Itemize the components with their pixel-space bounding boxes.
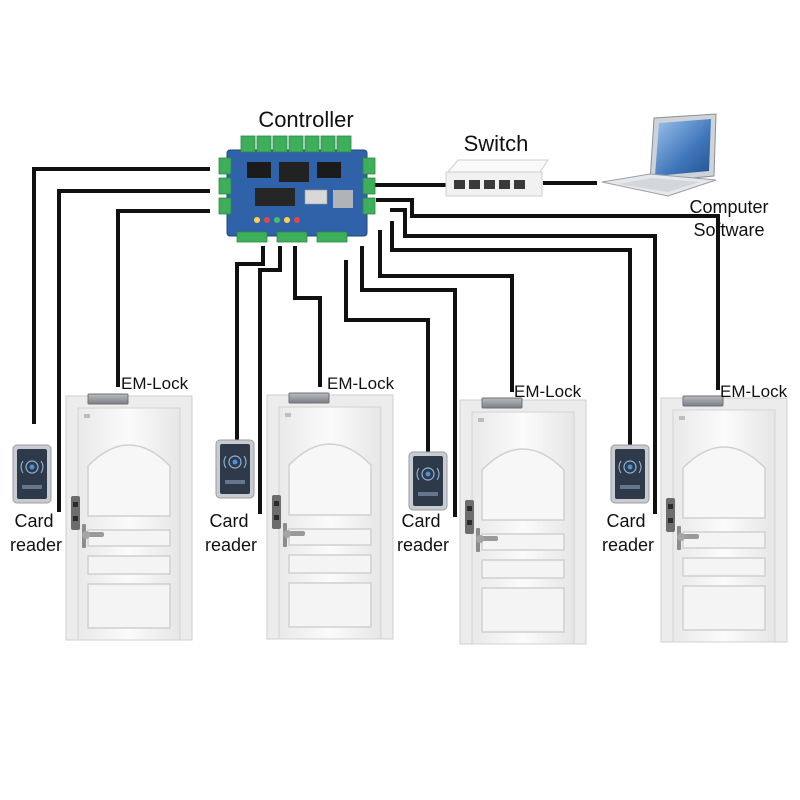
- em-lock-label: EM-Lock: [514, 382, 582, 401]
- switch-label: Switch: [464, 131, 529, 156]
- door-icon: [65, 393, 193, 641]
- card-reader-label-line2: reader: [602, 535, 654, 555]
- computer-label-line2: Software: [693, 220, 764, 240]
- wire-reader-4: [390, 221, 632, 447]
- card-reader-icon: [610, 444, 650, 504]
- wire-door-1-aux: [57, 189, 210, 512]
- wire-reader-2: [235, 246, 265, 442]
- card-reader-icon: [12, 444, 52, 504]
- wire-emlock-3: [378, 230, 514, 392]
- laptop-icon: [601, 113, 717, 197]
- door-4: EM-Lock Card reader: [602, 382, 788, 643]
- door-1: EM-Lock Card reader: [10, 374, 193, 641]
- controller-label: Controller: [258, 107, 353, 132]
- network-switch-icon: [445, 159, 549, 197]
- door-icon: [266, 392, 394, 640]
- wire-door-2-aux: [258, 246, 282, 514]
- card-reader-label-line1: Card: [401, 511, 440, 531]
- card-reader-label-line2: reader: [397, 535, 449, 555]
- em-lock-label: EM-Lock: [121, 374, 189, 393]
- card-reader-icon: [215, 439, 255, 499]
- wire-door-3-aux: [360, 246, 457, 517]
- door-3: EM-Lock Card reader: [397, 382, 587, 645]
- controller-board-icon: [218, 135, 376, 243]
- computer-label-line1: Computer: [689, 197, 768, 217]
- wire-reader-3: [344, 260, 430, 454]
- card-reader-label-line1: Card: [14, 511, 53, 531]
- door-icon: [660, 395, 788, 643]
- card-reader-label-line1: Card: [209, 511, 248, 531]
- em-lock-label: EM-Lock: [327, 374, 395, 393]
- door-2: EM-Lock Card reader: [205, 374, 395, 640]
- wire-door-4-aux: [390, 208, 657, 514]
- card-reader-label-line2: reader: [205, 535, 257, 555]
- em-lock-label: EM-Lock: [720, 382, 788, 401]
- card-reader-label-line1: Card: [606, 511, 645, 531]
- wiring: [32, 167, 720, 517]
- wire-emlock-4: [376, 198, 720, 390]
- door-icon: [459, 397, 587, 645]
- wire-reader-1: [32, 167, 210, 424]
- wire-emlock-2: [293, 246, 322, 387]
- card-reader-label-line2: reader: [10, 535, 62, 555]
- wire-emlock-1: [116, 209, 210, 387]
- card-reader-icon: [408, 451, 448, 511]
